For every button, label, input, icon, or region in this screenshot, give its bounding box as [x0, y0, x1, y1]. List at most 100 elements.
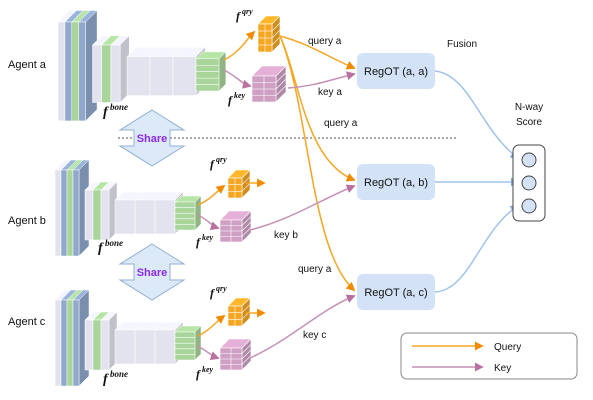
- svg-text:f: f: [236, 9, 241, 23]
- fusion-arrow-ac: [434, 205, 520, 293]
- score-title-line2: Score: [516, 117, 543, 128]
- svg-text:bone: bone: [105, 238, 123, 248]
- cube-grid-line: [271, 29, 281, 39]
- agent-a-backbone-to-query-arrow: [223, 30, 256, 61]
- svg-text:f: f: [196, 367, 201, 381]
- agent-b-fkey-symbol: f key: [196, 233, 214, 249]
- edge-label-key-b: key b: [274, 230, 298, 241]
- agent-b-query-feature: [227, 169, 251, 199]
- svg-text:f: f: [228, 93, 233, 107]
- score-node-3: [521, 198, 537, 214]
- regot-box-ab: RegOT (a, b): [357, 164, 435, 200]
- query-a-to-regot-aa: [279, 35, 356, 70]
- query-a-to-regot-ac: [279, 35, 356, 292]
- backbone-layer: [195, 51, 227, 92]
- agent-c-fkey-symbol: f key: [196, 365, 214, 381]
- regot-label-aa: RegOT (a, a): [364, 66, 428, 78]
- cube-grid-line: [275, 85, 287, 96]
- edge-label-query-a-1: query a: [308, 36, 342, 47]
- agent-c-label: Agent c: [8, 316, 46, 328]
- regot-label-ac: RegOT (a, c): [364, 287, 427, 299]
- svg-text:f: f: [196, 235, 201, 249]
- svg-text:key: key: [234, 91, 246, 100]
- agent-b-backbone-to-key-arrow: [197, 214, 220, 230]
- backbone-layer: [100, 181, 118, 241]
- share-arrow-ab: Share: [118, 109, 186, 167]
- cube-grid-line: [241, 344, 252, 354]
- edge-label-query-a-2: query a: [324, 118, 358, 129]
- agent-b-backbone: [54, 159, 202, 257]
- cube-grid-line: [275, 72, 287, 83]
- cube-grid-line: [241, 216, 252, 226]
- fusion-arrow-aa: [434, 70, 520, 160]
- agent-b-label: Agent b: [8, 215, 46, 227]
- score-title-line1: N-way: [515, 102, 543, 113]
- agent-a-backbone-to-key-arrow: [223, 69, 252, 89]
- fusion-title: Fusion: [447, 39, 477, 50]
- cube-grid-line: [275, 78, 287, 90]
- key-a-to-regot-aa: [287, 71, 356, 89]
- regot-box-ac: RegOT (a, c): [357, 274, 435, 310]
- backbone-layer: [174, 325, 202, 361]
- backbone-layers: [54, 159, 202, 257]
- backbone-layers: [57, 9, 227, 122]
- svg-text:key: key: [202, 233, 214, 242]
- agent-a-key-feature: [251, 65, 287, 103]
- cube-grid-line: [241, 183, 251, 192]
- query-a-to-regot-ab: [279, 35, 356, 182]
- edge-label-key-a: key a: [318, 87, 342, 98]
- key-b-to-regot-ab: [249, 184, 356, 231]
- cube-grid-line: [241, 304, 251, 313]
- edge-label-key-c: key c: [303, 330, 326, 341]
- share-label-ab: Share: [137, 133, 168, 145]
- agent-a-label: Agent a: [8, 59, 47, 71]
- key-c-to-regot-ac: [249, 294, 356, 359]
- svg-text:bone: bone: [110, 369, 128, 379]
- cube-grid-line: [271, 36, 281, 46]
- svg-text:qry: qry: [242, 7, 253, 16]
- backbone-layers: [54, 289, 202, 387]
- cube-grid-line: [241, 227, 252, 237]
- cube-grid-line: [241, 355, 252, 365]
- agent-a-fbone-symbol: f bone: [103, 102, 128, 120]
- backbone-layer: [134, 321, 164, 365]
- score-node-1: [521, 152, 537, 168]
- svg-text:f: f: [103, 105, 109, 120]
- svg-text:f: f: [98, 241, 104, 256]
- svg-text:key: key: [202, 365, 214, 374]
- svg-text:f: f: [103, 372, 109, 387]
- backbone-layer: [100, 311, 118, 371]
- agent-b-fbone-symbol: f bone: [98, 238, 123, 256]
- regot-box-aa: RegOT (a, a): [357, 53, 435, 89]
- agent-c-backbone-to-query-arrow: [197, 314, 226, 337]
- legend: Query Key: [400, 332, 578, 380]
- agent-a-fqry-symbol: f qry: [236, 7, 253, 23]
- agent-b-key-feature: [219, 210, 252, 243]
- cube-grid-line: [241, 176, 251, 185]
- legend-key-label: Key: [494, 363, 511, 374]
- agent-c-fqry-symbol: f qry: [210, 284, 227, 300]
- svg-text:bone: bone: [110, 102, 128, 112]
- share-label-bc: Share: [137, 267, 168, 279]
- edge-label-query-a-3: query a: [298, 264, 332, 275]
- cube-grid-line: [241, 349, 252, 360]
- agent-c-query-feature: [227, 297, 251, 327]
- cube-grid-line: [241, 221, 252, 232]
- agent-c-key-feature: [219, 338, 252, 371]
- svg-text:qry: qry: [216, 284, 227, 293]
- legend-query-label: Query: [494, 342, 521, 353]
- backbone-layer: [110, 35, 130, 104]
- agent-c-fbone-symbol: f bone: [103, 369, 128, 387]
- svg-text:f: f: [210, 286, 215, 300]
- cube-grid-line: [271, 22, 281, 32]
- share-arrow-bc: Share: [118, 243, 186, 301]
- agent-c-backbone: [54, 289, 202, 387]
- agent-a-fkey-symbol: f key: [228, 91, 246, 107]
- agent-a-backbone: [57, 9, 227, 122]
- svg-text:f: f: [210, 157, 215, 171]
- score-box: [512, 144, 546, 222]
- regot-label-ab: RegOT (a, b): [364, 177, 428, 189]
- agent-c-backbone-to-key-arrow: [197, 345, 220, 360]
- agent-b-backbone-to-query-arrow: [197, 184, 226, 206]
